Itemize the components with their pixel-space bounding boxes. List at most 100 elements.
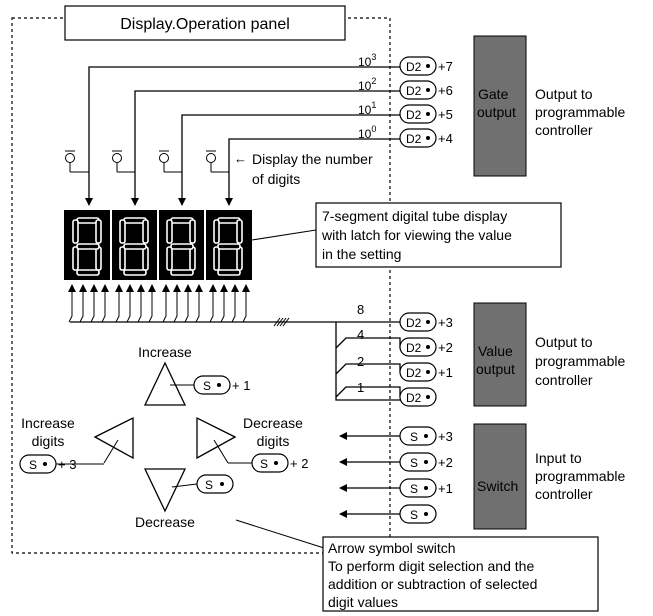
svg-text:+1: +1 <box>438 365 453 380</box>
svg-text:Output to: Output to <box>535 86 593 102</box>
svg-text:D2: D2 <box>406 60 422 74</box>
arrow-note-callout-line <box>235 519 325 549</box>
display-note: 7-segment digital tube display with latc… <box>315 202 562 268</box>
svg-text:Arrow symbol switch: Arrow symbol switch <box>328 540 456 556</box>
svg-text:+3: +3 <box>438 315 453 330</box>
weight-1000: 103 <box>358 52 376 69</box>
gate-terminals: D2 +7 D2 +6 D2+5 D2 +4 <box>399 56 453 148</box>
svg-text:digit values: digit values <box>328 594 398 610</box>
svg-text:Display.Operation panel: Display.Operation panel <box>120 16 290 33</box>
svg-text:+1: +1 <box>438 481 453 496</box>
up-arrow-icon <box>143 361 187 406</box>
value-output-block: Value output <box>473 302 527 407</box>
svg-text:Decrease: Decrease <box>135 514 195 530</box>
down-arrow-icon <box>143 468 187 513</box>
lamp-icon <box>65 150 89 173</box>
svg-text:programmable: programmable <box>535 468 625 484</box>
svg-text:Increase: Increase <box>138 344 192 360</box>
terminal-s-plus1: S+1 <box>399 478 453 498</box>
svg-text:Output to: Output to <box>535 334 593 350</box>
svg-text:+7: +7 <box>438 59 453 74</box>
switch-description: Input to programmable controller <box>535 450 625 502</box>
svg-text:+ 1: + 1 <box>232 378 250 393</box>
arrow-switch-decrease-digits: Decrease digits S + 2 <box>196 415 308 473</box>
terminal-d2-plus5: D2+5 <box>399 104 453 124</box>
terminal-d2-plus7: D2 +7 <box>399 56 453 76</box>
svg-text:controller: controller <box>535 486 593 502</box>
svg-text:Input to: Input to <box>535 450 582 466</box>
panel-title: Display.Operation panel <box>64 5 346 41</box>
svg-text:D2: D2 <box>406 316 422 330</box>
switch-input-wires <box>339 432 400 518</box>
svg-text:+2: +2 <box>438 340 453 355</box>
svg-text:output: output <box>477 104 516 120</box>
terminal-d2-plus6: D2 +6 <box>399 80 453 100</box>
weight-1: 100 <box>358 124 376 141</box>
terminal-s-plus2: S+2 <box>399 452 453 472</box>
svg-text:programmable: programmable <box>535 353 625 369</box>
terminal-d2: D2 <box>399 387 437 407</box>
svg-text:digits: digits <box>257 433 290 449</box>
digits-note: Display the number of digits <box>252 151 373 187</box>
digit-lamps: ← <box>65 150 247 173</box>
digit-select-wires <box>85 66 400 206</box>
svg-text:D2: D2 <box>406 366 422 380</box>
bit-label: 8 <box>357 302 364 317</box>
display-digit <box>166 217 196 276</box>
value-output-description: Output to programmable controller <box>535 334 625 388</box>
digit-weight-labels: 103 102 101 100 <box>358 52 376 141</box>
value-terminals: D2 +3 D2 +2 D2 +1 D2 <box>399 312 453 407</box>
gate-output-block: Gate output <box>473 35 527 177</box>
svg-text:D2: D2 <box>406 391 422 405</box>
switch-terminals: S+3 S+2 S+1 S <box>399 426 453 524</box>
svg-text:in the setting: in the setting <box>322 246 401 262</box>
bcd-branches: 8 4 2 1 <box>335 302 401 401</box>
svg-text:←: ← <box>234 151 247 166</box>
arrow-switch-decrease: S Decrease <box>135 468 234 530</box>
lamp-icon <box>112 150 135 173</box>
display-digit <box>72 217 102 276</box>
right-arrow-icon <box>196 416 237 460</box>
terminal-d2-plus4: D2 +4 <box>399 128 453 148</box>
panel-outline <box>11 17 391 554</box>
svg-text:+ 2: + 2 <box>290 456 308 471</box>
svg-text:+6: +6 <box>438 83 453 98</box>
svg-text:output: output <box>476 361 515 377</box>
svg-text:Decrease: Decrease <box>243 415 303 431</box>
display-callout-line <box>251 229 317 241</box>
terminal-d2-plus2: D2 +2 <box>399 337 453 357</box>
arrow-note: Arrow symbol switch To perform digit sel… <box>322 536 599 612</box>
svg-text:S: S <box>203 379 211 393</box>
arrow-switch-increase-digits: Increase digits S + 3 <box>19 415 134 474</box>
switch-block: Switch <box>473 423 527 530</box>
svg-text:D2: D2 <box>406 108 422 122</box>
svg-text:+2: +2 <box>438 455 453 470</box>
svg-text:+4: +4 <box>438 131 453 146</box>
seven-segment-display <box>64 210 252 280</box>
svg-text:digits: digits <box>32 433 65 449</box>
terminal-d2-plus1: D2 +1 <box>399 362 453 382</box>
svg-text:controller: controller <box>535 372 593 388</box>
lamp-icon <box>206 150 229 173</box>
svg-text:of digits: of digits <box>252 171 300 187</box>
terminal-s: S <box>399 504 437 524</box>
svg-text:D2: D2 <box>406 84 422 98</box>
svg-text:D2: D2 <box>406 341 422 355</box>
svg-text:controller: controller <box>535 122 593 138</box>
svg-text:D2: D2 <box>406 132 422 146</box>
svg-text:addition or subtraction of sel: addition or subtraction of selected <box>328 576 537 592</box>
svg-text:To perform digit selection and: To perform digit selection and the <box>328 558 534 574</box>
weight-10: 101 <box>358 100 376 117</box>
display-digit <box>213 217 243 276</box>
terminal-d2-plus3: D2 +3 <box>399 312 453 332</box>
arrow-switch-increase: Increase S + 1 <box>138 344 250 406</box>
svg-text:Value: Value <box>478 343 513 359</box>
svg-text:Increase: Increase <box>21 415 75 431</box>
lamp-icon <box>159 150 182 173</box>
svg-text:S: S <box>205 478 213 492</box>
terminal-s-plus3: S+3 <box>399 426 453 446</box>
left-arrow-icon <box>93 416 134 460</box>
svg-text:S: S <box>29 458 37 472</box>
svg-text:Display the number: Display the number <box>252 151 373 167</box>
